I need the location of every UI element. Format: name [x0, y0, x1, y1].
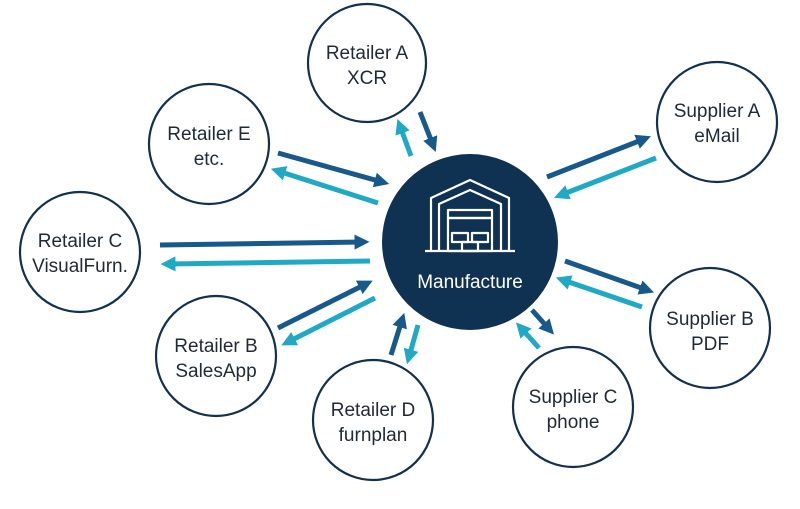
node-name: Retailer D	[331, 400, 415, 421]
node-supplier-a: Supplier A eMail	[655, 60, 779, 184]
warehouse-icon	[425, 178, 515, 253]
arrow-hub-to-supplier-b	[564, 258, 655, 295]
node-name: Supplier C	[529, 387, 618, 408]
node-circle	[655, 60, 779, 184]
arrow-hub-to-supplier-c	[530, 308, 555, 335]
node-circle	[311, 358, 435, 482]
node-circle	[648, 266, 772, 390]
node-name: Retailer E	[167, 124, 250, 145]
arrow-hub-to-retailer-d	[403, 324, 421, 365]
arrows	[159, 111, 657, 365]
node-retailer-a: Retailer A XCR	[306, 2, 428, 124]
node-circle	[154, 294, 278, 418]
arrow-retailer-a-to-hub	[417, 111, 438, 152]
arrow-supplier-c-to-hub	[515, 322, 541, 350]
arrow-supplier-b-to-hub	[555, 275, 643, 310]
node-retailer-d: Retailer D furnplan	[311, 358, 435, 482]
node-channel: eMail	[694, 126, 739, 147]
arrow-hub-to-retailer-a	[395, 118, 414, 157]
node-circle	[511, 345, 635, 469]
node-name: Supplier B	[666, 309, 754, 330]
arrow-hub-to-retailer-c	[160, 256, 371, 272]
arrow-retailer-b-to-hub	[276, 280, 373, 331]
node-channel: SalesApp	[175, 361, 256, 382]
node-circle	[18, 190, 142, 314]
node-name: Retailer C	[38, 231, 122, 252]
node-retailer-e: Retailer E etc.	[147, 82, 271, 206]
node-circle	[147, 82, 271, 206]
node-channel: PDF	[691, 334, 729, 355]
node-name: Retailer A	[326, 43, 409, 64]
arrow-hub-to-retailer-b	[281, 295, 377, 346]
node-channel: phone	[547, 412, 600, 433]
node-channel: furnplan	[339, 425, 408, 446]
node-supplier-b: Supplier B PDF	[648, 266, 772, 390]
node-channel: VisualFurn.	[32, 256, 128, 277]
node-channel: etc.	[194, 149, 225, 170]
node-supplier-c: Supplier C phone	[511, 345, 635, 469]
node-retailer-b: Retailer B SalesApp	[154, 294, 278, 418]
arrow-supplier-a-to-hub	[554, 155, 657, 200]
arrow-hub-to-supplier-a	[546, 134, 651, 180]
node-circle	[306, 2, 428, 124]
arrow-retailer-c-to-hub	[159, 234, 370, 250]
node-channel: XCR	[347, 68, 387, 89]
arrow-hub-to-retailer-e	[270, 166, 379, 206]
arrow-retailer-d-to-hub	[388, 312, 407, 356]
node-name: Supplier A	[674, 101, 761, 122]
node-name: Retailer B	[174, 336, 257, 357]
hub-label: Manufacture	[417, 272, 523, 293]
node-retailer-c: Retailer C VisualFurn.	[18, 190, 142, 314]
hub-manufacture: Manufacture	[382, 154, 558, 330]
arrow-retailer-e-to-hub	[277, 150, 390, 188]
